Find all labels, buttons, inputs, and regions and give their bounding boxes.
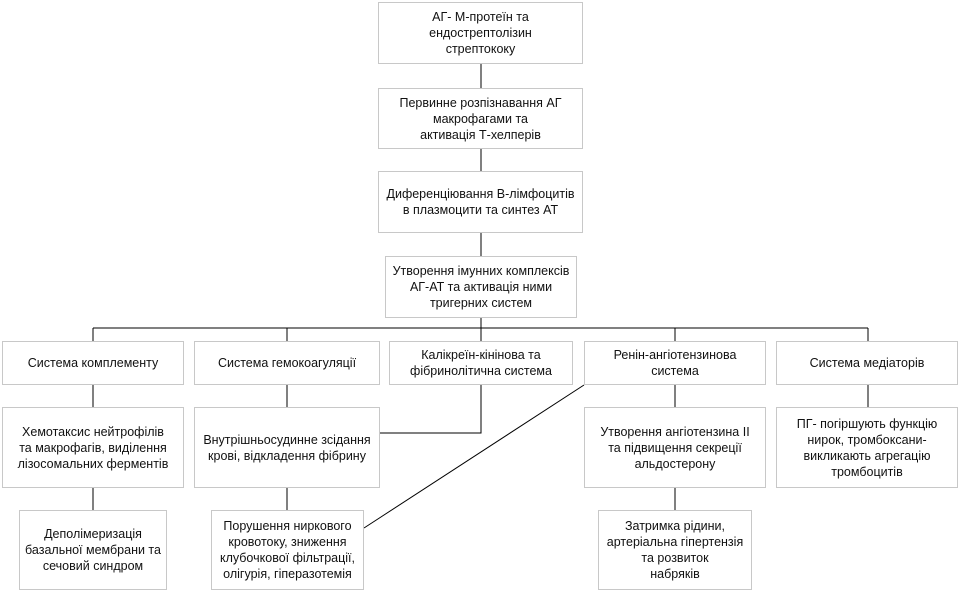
node-chemotaxis: Хемотаксис нейтрофілів та макрофагів, ви… [2, 407, 184, 488]
node-renin: Ренін-ангіотензинова система [584, 341, 766, 385]
node-pg: ПГ- погіршують функцію нирок, тромбоксан… [776, 407, 958, 488]
node-fluid-retention: Затримка рідини, артеріальна гіпертензія… [598, 510, 752, 590]
node-hemocoagulation: Система гемокоагуляції [194, 341, 380, 385]
node-kallikrein: Калікреїн-кінінова та фібринолітична сис… [389, 341, 573, 385]
connector [363, 384, 585, 529]
node-immune-complexes: Утворення імунних комплексів АГ-АТ та ак… [385, 256, 577, 318]
connector [380, 385, 482, 434]
node-recognition: Первинне розпізнавання АГ макрофагами та… [378, 88, 583, 149]
node-mediators: Система медіаторів [776, 341, 958, 385]
node-complement: Система комплементу [2, 341, 184, 385]
node-coagulation: Внутрішньосудинне зсідання крові, відкла… [194, 407, 380, 488]
node-differentiation: Диференціювання В-лімфоцитів в плазмоцит… [378, 171, 583, 233]
node-antigen: АГ- М-протеїн та ендострептолізин стрепт… [378, 2, 583, 64]
node-blood-flow: Порушення ниркового кровотоку, зниження … [211, 510, 364, 590]
node-angiotensin: Утворення ангіотензина ІІ та підвищення … [584, 407, 766, 488]
node-depolymerization: Деполімеризація базальної мембрани та се… [19, 510, 167, 590]
